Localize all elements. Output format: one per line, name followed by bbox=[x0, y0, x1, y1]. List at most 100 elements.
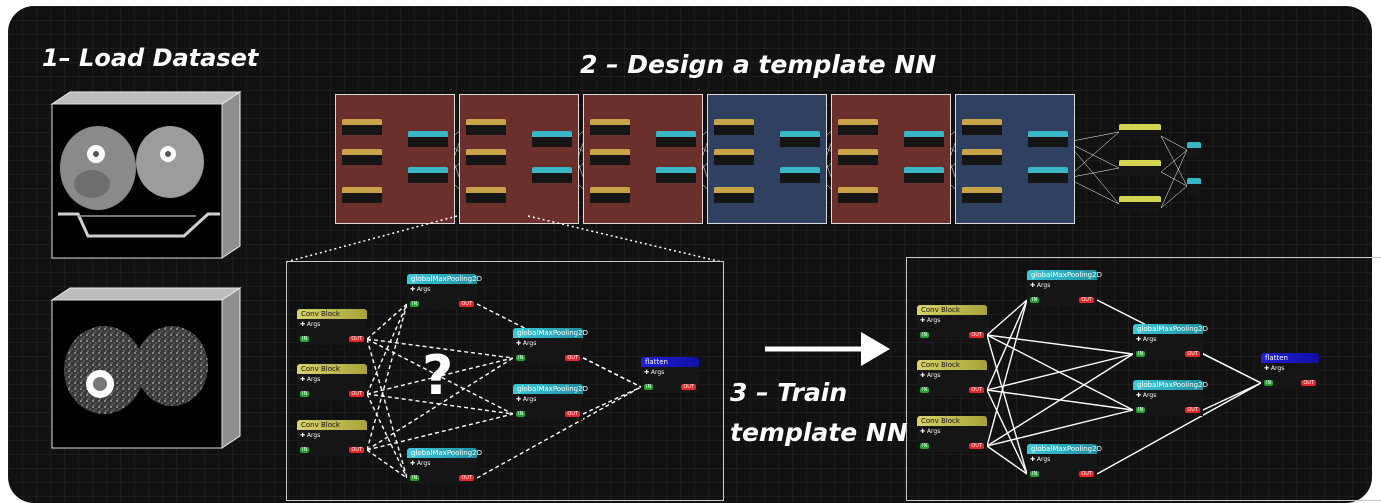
node-title: globalMaxPooling2D bbox=[1027, 270, 1102, 280]
node-out-port[interactable]: OUT bbox=[1079, 471, 1094, 477]
connection-wire bbox=[1066, 167, 1120, 179]
node-in-port[interactable]: IN bbox=[516, 411, 526, 417]
overview-section[interactable] bbox=[831, 94, 951, 224]
node-out-port[interactable]: OUT bbox=[459, 475, 474, 481]
connection-wire bbox=[986, 445, 1028, 475]
node-out-port[interactable]: OUT bbox=[1185, 351, 1200, 357]
overview-section[interactable] bbox=[335, 94, 455, 224]
node-args[interactable]: ✚ Args bbox=[1264, 365, 1285, 372]
node-title: Conv Block bbox=[297, 364, 367, 374]
node-out-port[interactable]: OUT bbox=[459, 301, 474, 307]
mini-pool-node bbox=[408, 131, 448, 147]
connection-wire bbox=[1160, 185, 1188, 209]
node-out-port[interactable]: OUT bbox=[1185, 407, 1200, 413]
node-args[interactable]: ✚ Args bbox=[920, 428, 941, 435]
node-in-port[interactable]: IN bbox=[300, 391, 310, 397]
node-args[interactable]: ✚ Args bbox=[410, 460, 431, 467]
overview-section[interactable] bbox=[583, 94, 703, 224]
node-out-port[interactable]: OUT bbox=[565, 355, 580, 361]
node-out-port[interactable]: OUT bbox=[969, 387, 984, 393]
node-args[interactable]: ✚ Args bbox=[1136, 336, 1157, 343]
node-in-port[interactable]: IN bbox=[920, 332, 930, 338]
connection-wire bbox=[366, 357, 514, 451]
node-out-port[interactable]: OUT bbox=[349, 336, 364, 342]
node-title: flatten bbox=[1261, 353, 1319, 363]
mini-conv-node bbox=[342, 119, 382, 135]
node-args[interactable]: ✚ Args bbox=[1030, 456, 1051, 463]
mini-conv-node bbox=[838, 187, 878, 203]
node-args[interactable]: ✚ Args bbox=[1030, 282, 1051, 289]
mini-conv-node bbox=[962, 119, 1002, 135]
node-out-port[interactable]: OUT bbox=[1301, 380, 1316, 386]
mini-conv-node bbox=[466, 187, 506, 203]
question-mark: ? bbox=[422, 344, 454, 407]
node-args[interactable]: ✚ Args bbox=[1136, 392, 1157, 399]
node-args[interactable]: ✚ Args bbox=[644, 369, 665, 376]
node-args[interactable]: ✚ Args bbox=[300, 321, 321, 328]
overview-section[interactable] bbox=[707, 94, 827, 224]
node-args[interactable]: ✚ Args bbox=[920, 372, 941, 379]
node-out-port[interactable]: OUT bbox=[349, 391, 364, 397]
overview-section[interactable] bbox=[955, 94, 1075, 224]
node-in-port[interactable]: IN bbox=[410, 301, 420, 307]
overview-section[interactable] bbox=[459, 94, 579, 224]
node-in-port[interactable]: IN bbox=[516, 355, 526, 361]
node-in-port[interactable]: IN bbox=[644, 384, 654, 390]
node-out-port[interactable]: OUT bbox=[565, 411, 580, 417]
mini-conv-node bbox=[466, 149, 506, 165]
node-args[interactable]: ✚ Args bbox=[920, 317, 941, 324]
mini-pool-node bbox=[904, 131, 944, 147]
node-in-port[interactable]: IN bbox=[1136, 351, 1146, 357]
node-title: flatten bbox=[641, 357, 699, 367]
node-in-port[interactable]: IN bbox=[300, 447, 310, 453]
node-in-port[interactable]: IN bbox=[1136, 407, 1146, 413]
node-args[interactable]: ✚ Args bbox=[410, 286, 431, 293]
node-args[interactable]: ✚ Args bbox=[300, 376, 321, 383]
node-out-port[interactable]: OUT bbox=[349, 447, 364, 453]
node-in-port[interactable]: IN bbox=[300, 336, 310, 342]
mini-conv-node bbox=[1119, 124, 1161, 140]
connection-wire bbox=[366, 393, 408, 479]
zoom-lines bbox=[285, 215, 723, 263]
node-in-port[interactable]: IN bbox=[1030, 297, 1040, 303]
node-in-port[interactable]: IN bbox=[410, 475, 420, 481]
connection-wire bbox=[366, 338, 408, 479]
node-title: globalMaxPooling2D bbox=[1027, 444, 1102, 454]
node-in-port[interactable]: IN bbox=[1030, 471, 1040, 477]
node-in-port[interactable]: IN bbox=[920, 443, 930, 449]
node-in-port[interactable]: IN bbox=[920, 387, 930, 393]
node-args[interactable]: ✚ Args bbox=[516, 340, 537, 347]
node-in-port[interactable]: IN bbox=[1264, 380, 1274, 386]
node-out-port[interactable]: OUT bbox=[1079, 297, 1094, 303]
node-out-port[interactable]: OUT bbox=[681, 384, 696, 390]
mini-conv-node bbox=[466, 119, 506, 135]
node-out-port[interactable]: OUT bbox=[969, 332, 984, 338]
node-args[interactable]: ✚ Args bbox=[516, 396, 537, 403]
node-out-port[interactable]: OUT bbox=[969, 443, 984, 449]
node-title: Conv Block bbox=[917, 416, 987, 426]
node-args[interactable]: ✚ Args bbox=[300, 432, 321, 439]
